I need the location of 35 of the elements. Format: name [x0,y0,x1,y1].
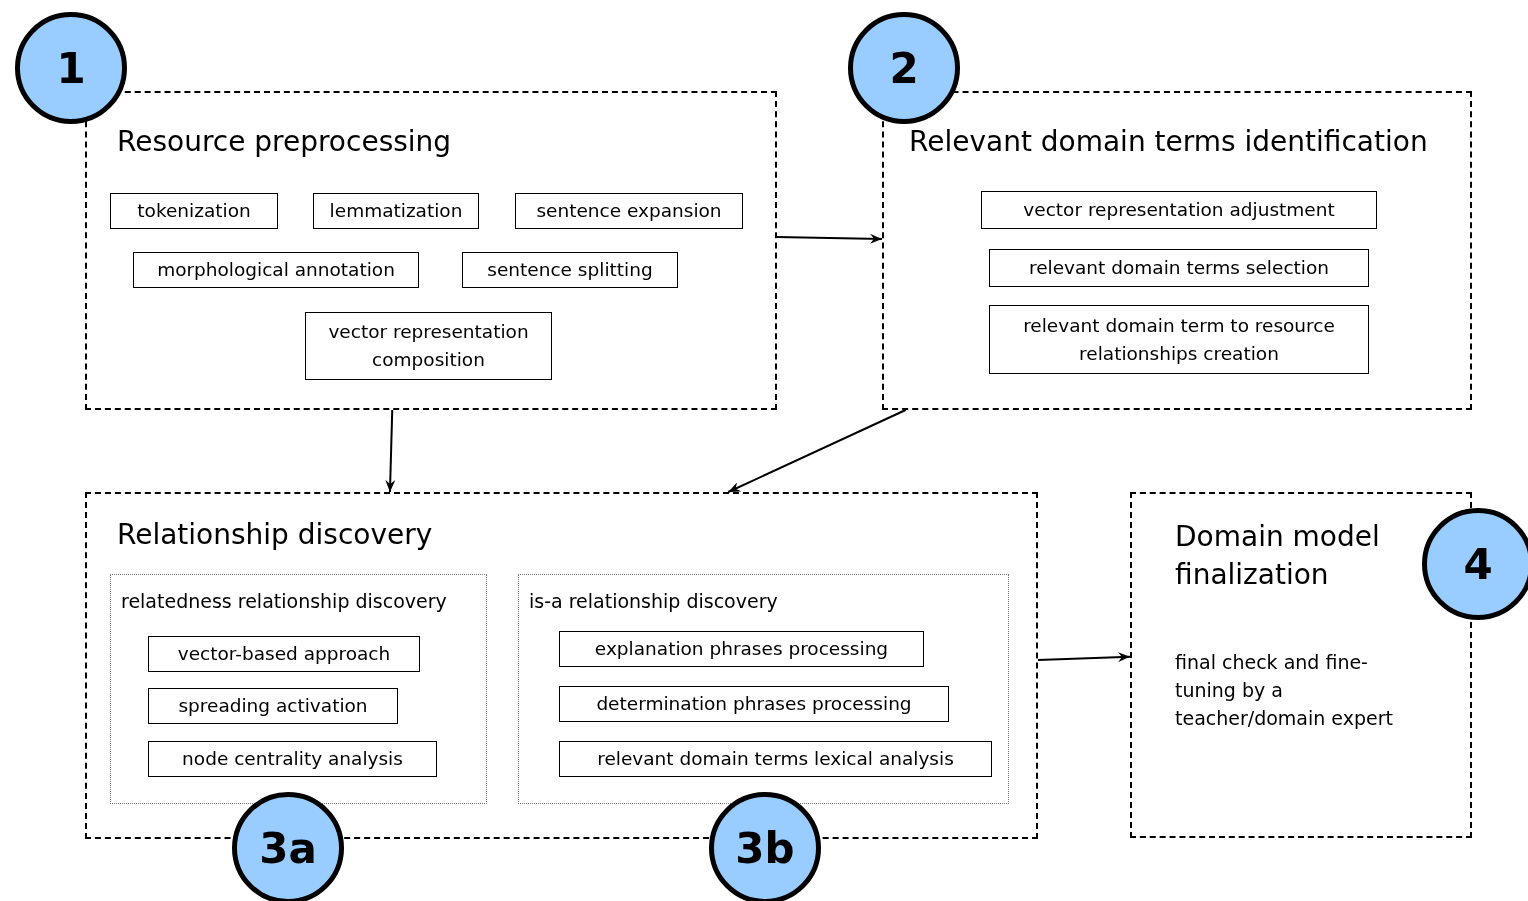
step-number-circle: 2 [848,12,960,124]
process-box: vector representation adjustment [981,191,1377,229]
process-box: lemmatization [313,193,479,229]
stage-title: Relationship discovery [117,517,433,553]
process-box: vector representation composition [305,312,552,380]
process-box: relevant domain terms lexical analysis [559,741,992,777]
step-number-circle: 4 [1422,508,1528,620]
process-box: sentence expansion [515,193,743,229]
group-title: is-a relationship discovery [529,590,778,612]
stage-title: Domain model finalization [1175,519,1381,593]
process-box: tokenization [110,193,278,229]
stage-title: Resource preprocessing [117,124,452,160]
dashed-stage-box [882,91,1472,410]
process-box: relevant domain term to resource relationships creation [989,305,1369,374]
arrow [776,233,883,244]
dotted-group-box [110,574,487,804]
process-box: spreading activation [148,688,398,724]
process-box: node centrality analysis [148,741,437,777]
dotted-group-box [518,574,1009,804]
process-box: morphological annotation [133,252,419,288]
stage-description: final check and fine-tuning by a teacher/domain expert [1175,650,1394,731]
dashed-stage-box [85,91,777,410]
step-number-circle: 1 [15,12,127,124]
process-box: vector-based approach [148,636,420,672]
arrow [385,409,396,493]
stage-title: Relevant domain terms identification [909,124,1428,160]
arrow [727,409,907,493]
step-number-circle: 3b [709,792,821,901]
process-box: determination phrases processing [559,686,949,722]
process-box: explanation phrases processing [559,631,924,667]
process-box: relevant domain terms selection [989,249,1369,287]
process-box: sentence splitting [462,252,678,288]
group-title: relatedness relationship discovery [121,590,447,612]
arrow [1037,652,1131,663]
step-number-circle: 3a [232,792,344,901]
